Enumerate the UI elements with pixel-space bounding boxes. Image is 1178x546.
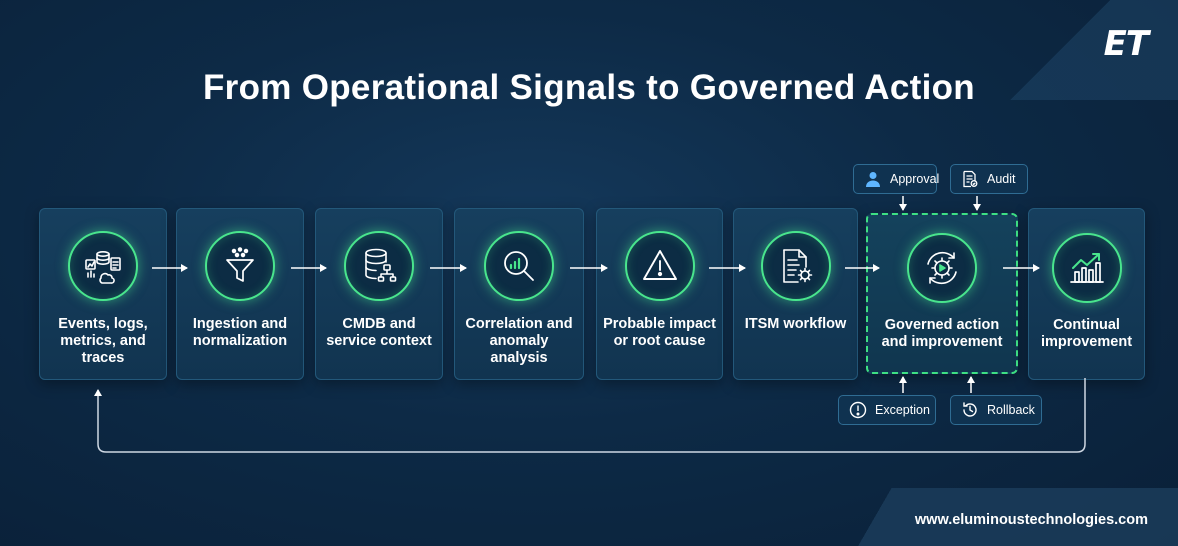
rollback-badge: Rollback — [950, 395, 1042, 425]
step-label: CMDB and service context — [326, 316, 432, 349]
step-label: Governed action and improvement — [881, 317, 1003, 350]
step-label: Probable impact or root cause — [603, 316, 716, 349]
audit-label: Audit — [987, 172, 1016, 186]
step-card-correlation: Correlation and anomaly analysis — [454, 208, 584, 380]
rollback-label: Rollback — [987, 403, 1035, 417]
approval-badge: Approval — [853, 164, 940, 194]
website-url: www.eluminoustechnologies.com — [914, 512, 1148, 528]
step-label: Correlation and anomaly analysis — [465, 316, 573, 366]
growth-chart-icon — [1051, 233, 1122, 303]
audit-badge: Audit — [950, 164, 1028, 194]
exception-label: Exception — [875, 403, 930, 417]
database-icon — [344, 231, 414, 301]
workflow-document-icon — [760, 231, 831, 301]
step-label: Events, logs, metrics, and traces — [58, 316, 148, 366]
step-card-cmdb: CMDB and service context — [315, 208, 443, 380]
magnifier-chart-icon — [484, 231, 554, 301]
brand-logo: ET — [1103, 24, 1149, 64]
exclamation-circle-icon — [849, 401, 867, 419]
user-icon — [866, 172, 880, 187]
feedback-loop-arrow — [94, 378, 1086, 453]
step-card-ingestion: Ingestion and normalization — [176, 208, 304, 380]
page-title: From Operational Signals to Governed Act… — [203, 68, 975, 107]
step-label: ITSM workflow — [744, 316, 847, 332]
exception-badge: Exception — [838, 395, 936, 425]
corner-decoration — [998, 0, 1178, 100]
step-label: Ingestion and normalization — [192, 316, 288, 349]
rollback-history-icon — [963, 402, 977, 417]
step-card-governed: Governed action and improvement — [866, 213, 1018, 374]
data-sources-icon — [68, 231, 138, 301]
funnel-icon — [205, 231, 275, 301]
step-label: Continual improvement — [1040, 317, 1133, 350]
cycle-gear-icon — [907, 233, 977, 303]
step-card-itsm: ITSM workflow — [733, 208, 858, 380]
audit-document-icon — [963, 170, 978, 188]
step-card-continual: Continual improvement — [1028, 208, 1145, 380]
approval-label: Approval — [890, 172, 940, 186]
warning-icon — [624, 231, 695, 301]
step-card-events: Events, logs, metrics, and traces — [39, 208, 167, 380]
footer-band — [848, 488, 1178, 546]
step-card-impact: Probable impact or root cause — [596, 208, 723, 380]
